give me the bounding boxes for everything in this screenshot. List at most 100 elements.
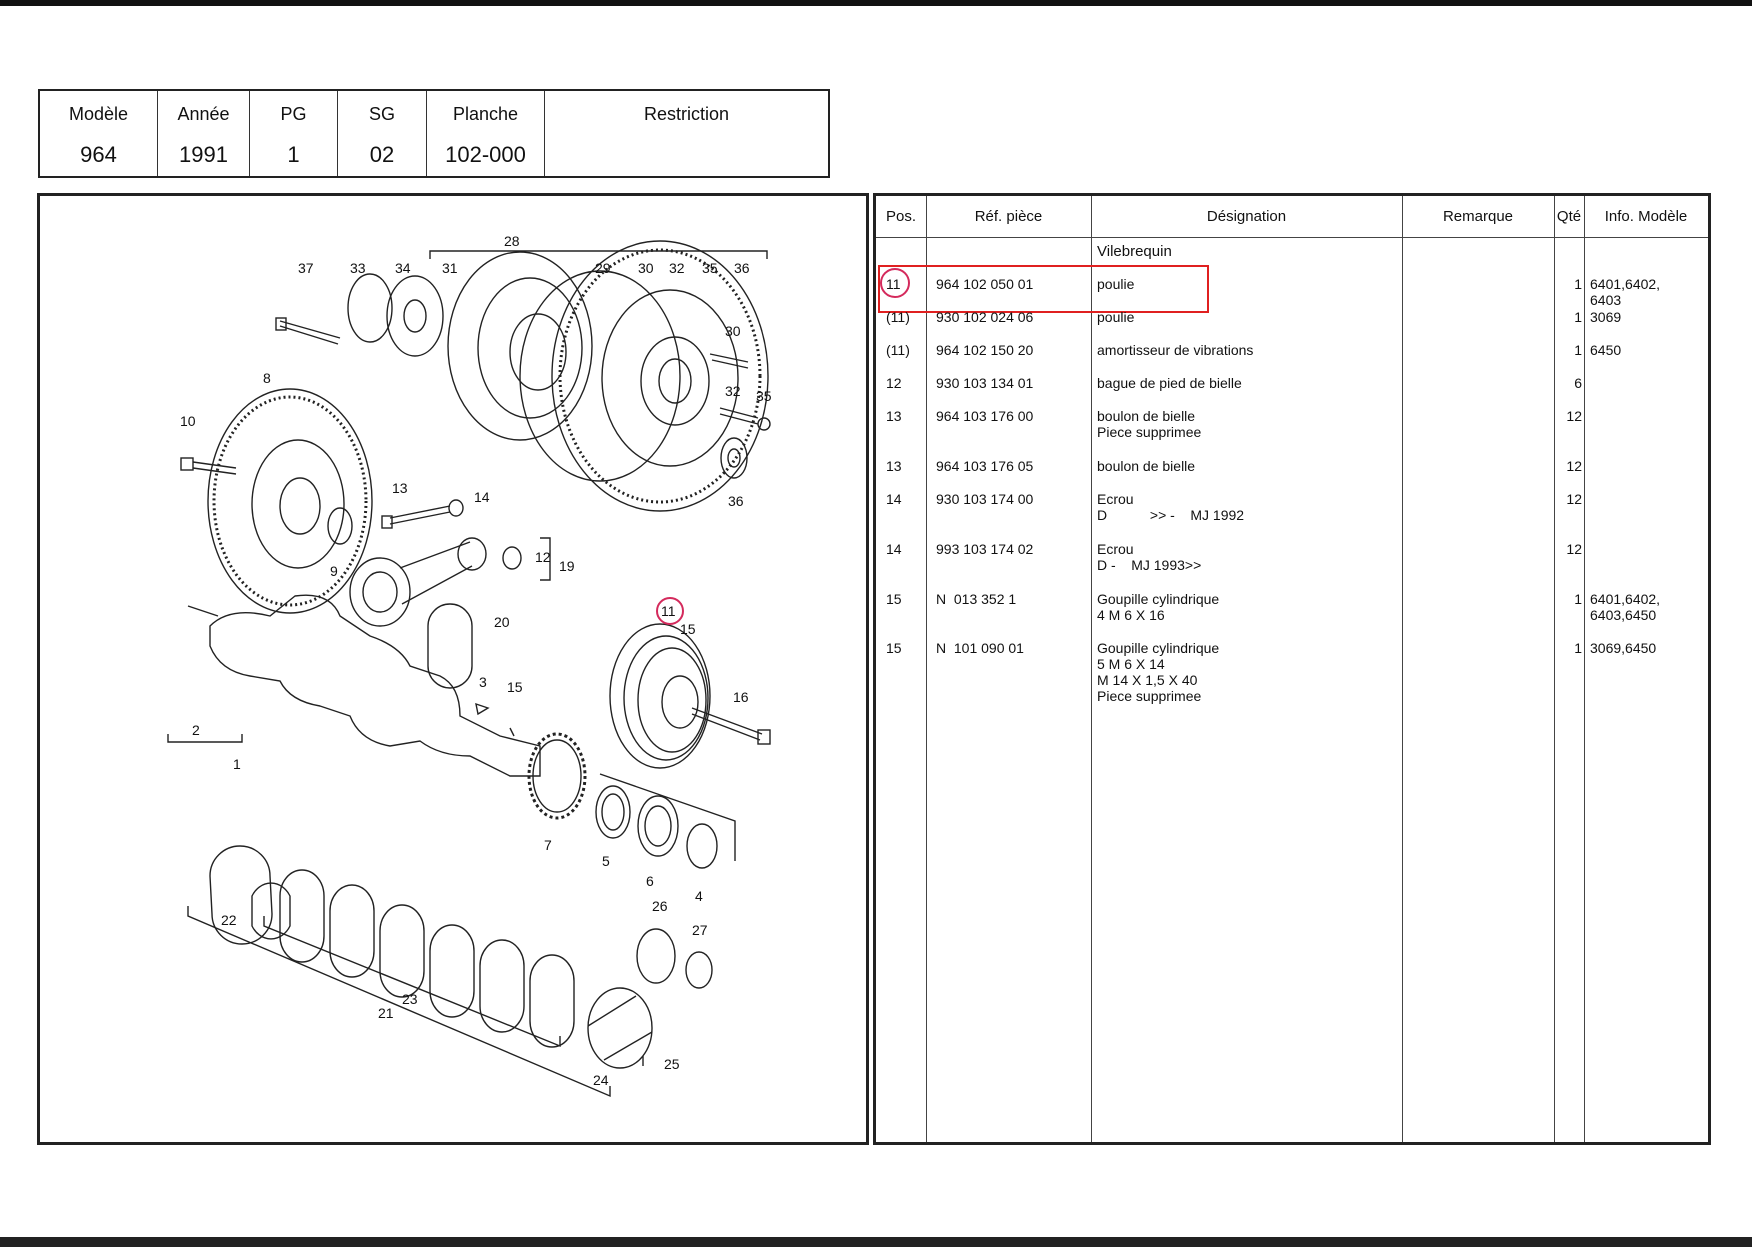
- header-label: SG: [368, 104, 395, 124]
- row-qty: 1: [1574, 640, 1582, 656]
- row-pos: 12: [886, 375, 902, 391]
- callout-5: 5: [602, 853, 610, 869]
- column-divider: [1091, 196, 1092, 1142]
- col-header-model-info: Info. Modèle: [1604, 208, 1688, 225]
- row-highlight-box: [878, 265, 1209, 313]
- callout-32b: 32: [725, 383, 741, 399]
- row-model-info: 6450: [1590, 342, 1622, 358]
- callout-28: 28: [504, 233, 520, 249]
- header-cell-model: Modèle 964: [40, 91, 158, 176]
- callout-12: 12: [535, 549, 551, 565]
- header-cell-year: Année 1991: [158, 91, 250, 176]
- row-part-ref: 964 102 150 20: [936, 342, 1034, 358]
- row-qty: 1: [1574, 309, 1582, 325]
- callout-22: 22: [221, 912, 237, 928]
- header-value: 1: [287, 142, 300, 167]
- row-designation: poulie: [1097, 276, 1135, 292]
- callout-32: 32: [669, 260, 685, 276]
- header-label: Année: [177, 104, 230, 124]
- header-value: 1991: [179, 142, 228, 167]
- callout-30b: 30: [725, 323, 741, 339]
- callout-33: 33: [350, 260, 366, 276]
- row-pos: 14: [886, 541, 902, 557]
- column-divider: [1402, 196, 1403, 1142]
- col-header-remark: Remarque: [1442, 208, 1514, 225]
- header-cell-sg: SG 02: [338, 91, 427, 176]
- plate-header-table: Modèle 964 Année 1991 PG 1 SG 02 Planche…: [38, 89, 830, 178]
- callout-31: 31: [442, 260, 458, 276]
- row-qty: 12: [1566, 491, 1582, 507]
- callout-29: 29: [595, 260, 611, 276]
- callout-25: 25: [664, 1056, 680, 1072]
- top-edge-bar: [0, 0, 1752, 6]
- row-qty: 1: [1574, 342, 1582, 358]
- row-designation: boulon de bielle: [1097, 458, 1196, 474]
- callout-7: 7: [544, 837, 552, 853]
- callout-23: 23: [402, 991, 418, 1007]
- callout-34: 34: [395, 260, 411, 276]
- row-designation: Ecrou D >> - MJ 1992: [1097, 491, 1245, 523]
- row-model-info: 6401,6402, 6403,6450: [1590, 591, 1661, 623]
- callout-10: 10: [180, 413, 196, 429]
- row-part-ref: 930 103 134 01: [936, 375, 1034, 391]
- col-header-pos: Pos.: [885, 208, 916, 225]
- callout-35b: 35: [756, 388, 772, 404]
- row-part-ref: 930 102 024 06: [936, 309, 1034, 325]
- row-pos: (11): [886, 342, 910, 358]
- row-pos: 13: [886, 408, 902, 424]
- callout-15b: 15: [507, 679, 523, 695]
- callout-13: 13: [392, 480, 408, 496]
- callout-9: 9: [330, 563, 338, 579]
- row-part-ref: 993 103 174 02: [936, 541, 1034, 557]
- row-pos: 13: [886, 458, 902, 474]
- bottom-edge-bar: [0, 1237, 1752, 1247]
- row-pos: 11: [886, 276, 901, 292]
- row-designation: Goupille cylindrique 4 M 6 X 16: [1097, 591, 1220, 623]
- callout-6: 6: [646, 873, 654, 889]
- callout-1: 1: [233, 756, 241, 772]
- callout-4: 4: [695, 888, 703, 904]
- header-label: Modèle: [68, 104, 129, 124]
- callout-26: 26: [652, 898, 668, 914]
- column-divider: [1584, 196, 1585, 1142]
- row-qty: 12: [1566, 541, 1582, 557]
- callout-24: 24: [593, 1072, 609, 1088]
- row-qty: 12: [1566, 408, 1582, 424]
- row-designation: poulie: [1097, 309, 1135, 325]
- column-divider: [1554, 196, 1555, 1142]
- callout-8: 8: [263, 370, 271, 386]
- callout-35: 35: [702, 260, 718, 276]
- callout-2: 2: [192, 722, 200, 738]
- callout-16: 16: [733, 689, 749, 705]
- header-label: Restriction: [643, 104, 730, 124]
- row-pos: 14: [886, 491, 902, 507]
- crankshaft-diagram-svg: 1 2 3 4 5 6 7 8 9 10 11 12 13 14 15 15 1…: [167, 233, 772, 1098]
- row-model-info: 3069,6450: [1590, 640, 1657, 656]
- row-part-ref: N 101 090 01: [936, 640, 1024, 656]
- section-title: Vilebrequin: [1097, 243, 1172, 260]
- row-qty: 6: [1574, 375, 1582, 391]
- row-designation: bague de pied de bielle: [1097, 375, 1242, 391]
- callout-36: 36: [728, 493, 744, 509]
- row-designation: amortisseur de vibrations: [1097, 342, 1254, 358]
- col-header-ref: Réf. pièce: [974, 208, 1043, 225]
- row-part-ref: 930 103 174 00: [936, 491, 1034, 507]
- row-pos: 15: [886, 591, 902, 607]
- callout-36b: 36: [734, 260, 750, 276]
- row-pos: (11): [886, 309, 910, 325]
- callout-15: 15: [680, 621, 696, 637]
- callout-30: 30: [638, 260, 654, 276]
- callout-19: 19: [559, 558, 575, 574]
- callout-21: 21: [378, 1005, 394, 1021]
- row-designation: Goupille cylindrique 5 M 6 X 14 M 14 X 1…: [1097, 640, 1220, 704]
- row-model-info: 3069: [1590, 309, 1622, 325]
- row-model-info: 6401,6402, 6403: [1590, 276, 1661, 308]
- header-cell-plate: Planche 102-000: [427, 91, 545, 176]
- header-value: 102-000: [445, 142, 526, 167]
- pos-highlight-ring: [880, 268, 910, 298]
- callout-14: 14: [474, 489, 490, 505]
- header-cell-restriction: Restriction: [545, 91, 828, 176]
- header-value: 02: [369, 142, 395, 167]
- parts-list-table: Pos. Réf. pièce Désignation Remarque Qté…: [873, 193, 1711, 1145]
- callout-20: 20: [494, 614, 510, 630]
